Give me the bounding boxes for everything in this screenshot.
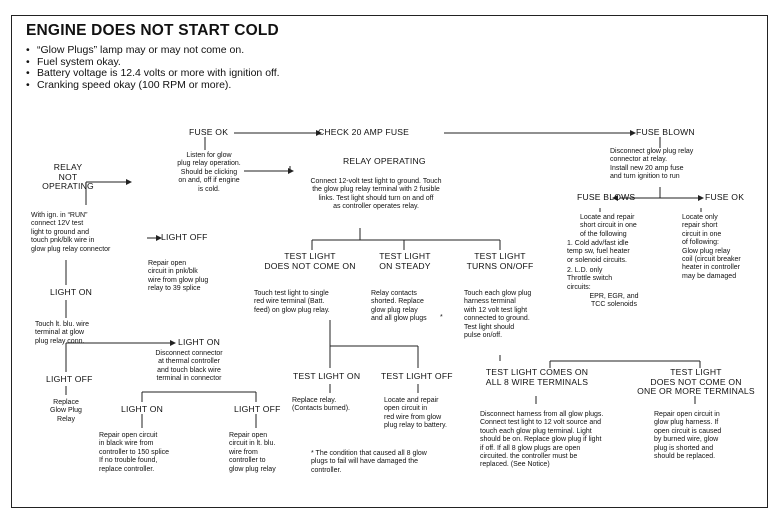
disconnect-relay-connector-step: Disconnect glow plug relay connector at … bbox=[610, 148, 694, 181]
test-light-on-label: TEST LIGHT ON bbox=[293, 371, 361, 381]
replace-glow-relay-step: Replace Glow Plug Relay bbox=[50, 399, 82, 423]
fuse-blows-label: FUSE BLOWS bbox=[577, 192, 636, 202]
light-off-3-label: LIGHT OFF bbox=[234, 404, 281, 414]
symptom-item: Cranking speed okay (100 RPM or more). bbox=[26, 79, 280, 92]
diagram-border bbox=[11, 15, 768, 508]
repair-pnk-blk-step: Repair open circuit in pnk/blk wire from… bbox=[148, 260, 209, 293]
repair-blu-wire-step: Repair open circuit in lt. blu. wire fro… bbox=[229, 432, 276, 473]
locate-only-repair-step: Locate only repair short circuit in one … bbox=[682, 214, 741, 280]
disconnect-thermal-step: Disconnect connector at thermal controll… bbox=[155, 350, 223, 383]
symptom-item: “Glow Plugs” lamp may or may not come on… bbox=[26, 44, 280, 57]
disconnect-harness-step: Disconnect harness from all glow plugs. … bbox=[480, 411, 604, 469]
touch-single-red-step: Touch test light to single red wire term… bbox=[254, 290, 330, 314]
replace-relay-step: Replace relay. (Contacts burned). bbox=[292, 397, 350, 413]
symptom-item: Battery voltage is 12.4 volts or more wi… bbox=[26, 68, 280, 80]
symptom-item: Fuel system okay. bbox=[26, 56, 280, 69]
test-light-off-label: TEST LIGHT OFF bbox=[381, 371, 453, 381]
short-circuit-list-2: 2. L.D. only Throttle switch circuits: bbox=[567, 267, 613, 291]
locate-open-red-step: Locate and repair open circuit in red wi… bbox=[384, 397, 447, 430]
connect-test-light-step: Connect 12-volt test light to ground. To… bbox=[310, 178, 442, 211]
relay-contacts-shorted-step: Relay contacts shorted. Replace glow plu… bbox=[371, 290, 427, 323]
light-off-1-label: LIGHT OFF bbox=[161, 232, 208, 242]
fuse-ok-2-label: FUSE OK bbox=[705, 192, 745, 202]
touch-each-glow-step: Touch each glow plug harness terminal wi… bbox=[464, 290, 532, 340]
light-on-1-label: LIGHT ON bbox=[50, 287, 93, 297]
light-on-2-label: LIGHT ON bbox=[178, 337, 221, 347]
touch-blu-wire-step: Touch lt. blu. wire terminal at glow plu… bbox=[35, 321, 90, 345]
test-light-turns-label: TEST LIGHT TURNS ON/OFF bbox=[466, 251, 534, 271]
short-circuit-list-2-items: EPR, EGR, and TCC solenoids bbox=[589, 293, 639, 309]
repair-black-wire-step: Repair open circuit in black wire from c… bbox=[99, 432, 170, 473]
footnote: * The condition that caused all 8 glow p… bbox=[311, 450, 427, 474]
test-light-not-on-label: TEST LIGHT DOES NOT COME ON bbox=[264, 251, 356, 271]
footnote-marker: * bbox=[440, 314, 443, 321]
locate-repair-short-step: Locate and repair short circuit in one o… bbox=[580, 214, 637, 238]
symptom-list: “Glow Plugs” lamp may or may not come on… bbox=[26, 44, 280, 92]
listen-glow-step: Listen for glow plug relay operation. Sh… bbox=[177, 152, 241, 193]
fuse-ok-label: FUSE OK bbox=[189, 127, 229, 137]
one-or-more-terminals-label: TEST LIGHT DOES NOT COME ON ONE OR MORE … bbox=[637, 367, 755, 397]
fuse-blown-label: FUSE BLOWN bbox=[636, 127, 695, 137]
light-off-2-label: LIGHT OFF bbox=[46, 374, 93, 384]
ign-run-step: With ign. in “RUN” connect 12V test ligh… bbox=[31, 212, 111, 253]
all-8-terminals-label: TEST LIGHT COMES ON ALL 8 WIRE TERMINALS bbox=[485, 367, 589, 387]
short-circuit-list-1: 1. Cold adv/fast idle temp sw, fuel heat… bbox=[567, 240, 630, 264]
test-light-steady-label: TEST LIGHT ON STEADY bbox=[379, 251, 431, 271]
relay-not-operating-label: RELAY NOT OPERATING bbox=[42, 162, 94, 192]
repair-harness-step: Repair open circuit in glow plug harness… bbox=[654, 411, 722, 461]
check-fuse-step: CHECK 20 AMP FUSE bbox=[318, 127, 410, 137]
relay-operating-label: RELAY OPERATING bbox=[343, 156, 426, 166]
page-title: ENGINE DOES NOT START COLD bbox=[26, 22, 279, 39]
light-on-3-label: LIGHT ON bbox=[121, 404, 164, 414]
